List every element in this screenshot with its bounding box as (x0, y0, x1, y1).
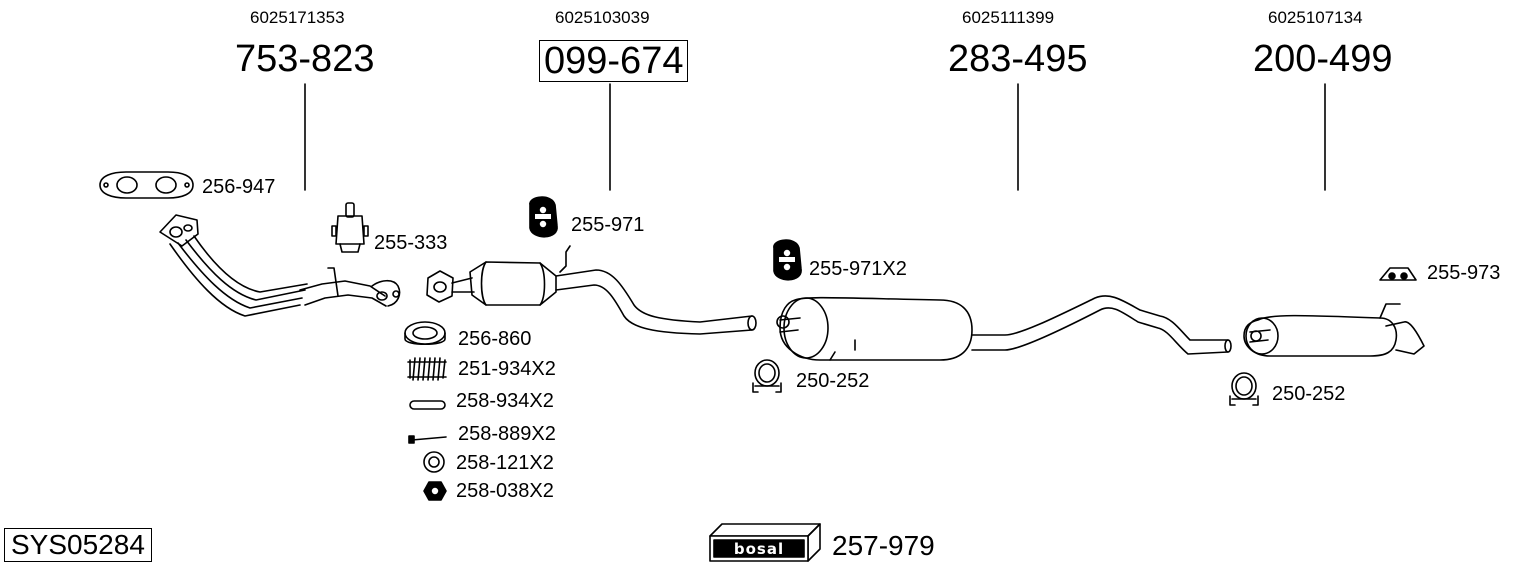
label-mounting-kit[interactable]: 257-979 (832, 530, 935, 561)
brand-logo-text: bosal (734, 540, 784, 558)
label-sleeve[interactable]: 258-934X2 (456, 390, 554, 412)
rear-silencer (1244, 304, 1424, 356)
label-clamp-rear[interactable]: 250-252 (1272, 383, 1346, 405)
rubber-mount-icon (332, 203, 368, 252)
label-gasket[interactable]: 256-947 (202, 176, 276, 198)
label-hanger-2[interactable]: 255-971X2 (809, 258, 907, 280)
rear-hanger-icon (1380, 268, 1416, 280)
nut-icon (424, 482, 446, 500)
middle-silencer (777, 296, 1231, 360)
sleeve-icon (410, 401, 445, 409)
label-washer[interactable]: 258-121X2 (456, 452, 554, 474)
label-spring[interactable]: 251-934X2 (458, 358, 556, 380)
part-number-part4[interactable]: 200-499 (1253, 38, 1393, 80)
label-nut[interactable]: 258-038X2 (456, 480, 554, 502)
oe-number-part4: 6025107134 (1268, 8, 1363, 27)
flange-gasket-icon (100, 172, 193, 198)
label-ring-gasket[interactable]: 256-860 (458, 328, 532, 350)
part-number-part3[interactable]: 283-495 (948, 38, 1088, 80)
label-clamp-mid[interactable]: 250-252 (796, 370, 870, 392)
oe-number-part1: 6025171353 (250, 8, 345, 27)
system-code: SYS05284 (4, 528, 152, 562)
label-bolt[interactable]: 258-889X2 (458, 423, 556, 445)
bolt-icon (409, 436, 446, 443)
part-number-part2[interactable]: 099-674 (539, 40, 689, 82)
pipe-clamp-icon (1230, 373, 1258, 405)
label-mount[interactable]: 255-333 (374, 232, 448, 254)
bosal-kit-box-icon (710, 524, 820, 561)
part-number-part1[interactable]: 753-823 (235, 38, 375, 80)
label-hanger-1[interactable]: 255-971 (571, 214, 645, 236)
oe-number-part3: 6025111399 (962, 8, 1055, 27)
front-pipe (160, 215, 400, 316)
washer-icon (424, 452, 444, 472)
rubber-hanger-icon (530, 197, 557, 237)
spring-icon (408, 358, 446, 380)
label-rear-hanger[interactable]: 255-973 (1427, 262, 1501, 284)
oe-number-part2: 6025103039 (555, 8, 650, 27)
catalytic-converter-pipe (427, 246, 756, 334)
ring-gasket-icon (405, 322, 445, 344)
rubber-hanger-icon (774, 240, 801, 280)
pipe-clamp-icon (753, 360, 781, 392)
